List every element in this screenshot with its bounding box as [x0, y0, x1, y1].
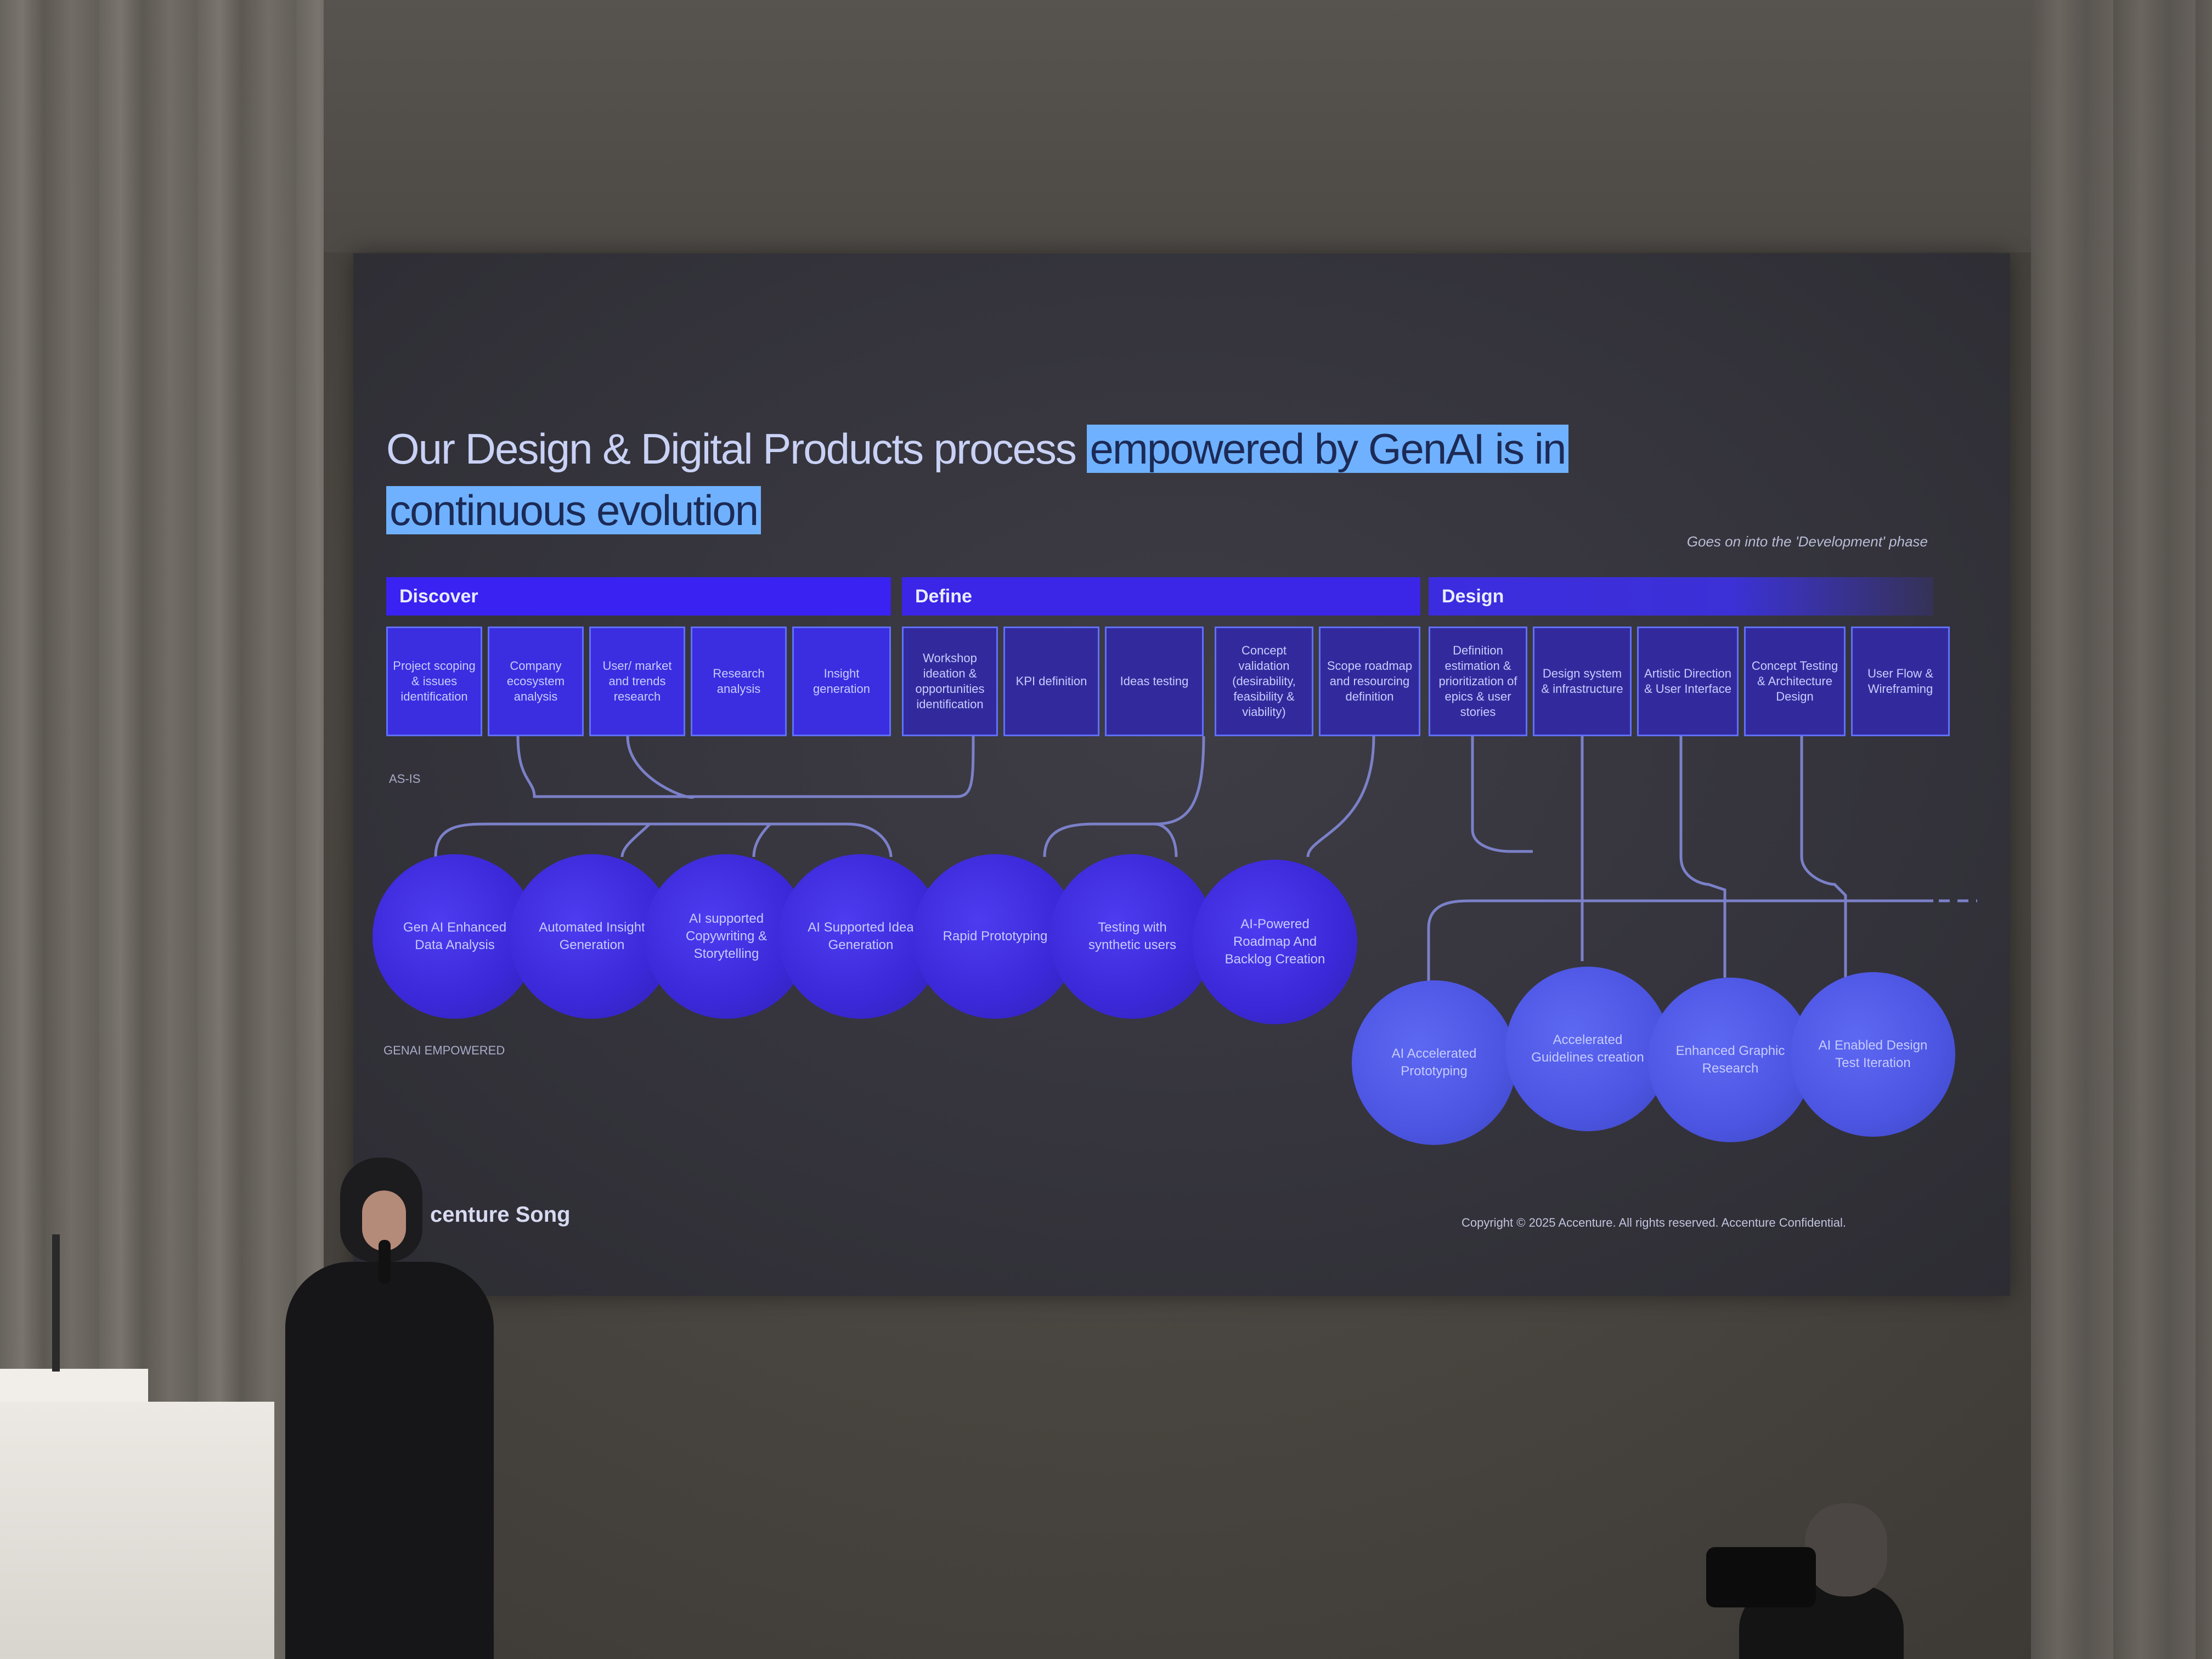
task-box: Concept Testing & Architecture Design [1744, 627, 1846, 736]
photographer [1706, 1503, 1904, 1659]
title-part-1: Our Design & Digital Products process [386, 425, 1087, 473]
brand-text: centure Song [430, 1203, 571, 1227]
genai-circle: Testing with synthetic users [1050, 854, 1215, 1019]
connector-lines [434, 736, 1977, 983]
development-note: Goes on into the 'Development' phase [1686, 533, 1928, 550]
phase-define: Define [902, 577, 1420, 616]
task-box: Insight generation [792, 627, 891, 736]
phase-discover: Discover [386, 577, 891, 616]
slide-title: Our Design & Digital Products process em… [386, 418, 1569, 541]
speaker [274, 1158, 505, 1659]
task-box: User/ market and trends research [589, 627, 685, 736]
genai-empowered-label: GENAI EMPOWERED [383, 1043, 505, 1057]
curtain-right [2031, 0, 2212, 1659]
genai-circle: AI-Powered Roadmap And Backlog Creation [1193, 860, 1357, 1024]
camera-icon [1706, 1547, 1816, 1607]
podium-top [0, 1369, 148, 1402]
design-circle: Enhanced Graphic Research [1648, 978, 1813, 1142]
podium [0, 1402, 274, 1659]
as-is-label: AS-IS [389, 772, 421, 786]
microphone-stand [52, 1234, 60, 1372]
ceiling [324, 0, 2031, 252]
speaker-body [285, 1262, 494, 1659]
task-box: User Flow & Wireframing [1851, 627, 1950, 736]
design-circle: AI Accelerated Prototyping [1352, 980, 1516, 1145]
task-box: Project scoping & issues identification [386, 627, 482, 736]
task-box: Definition estimation & prioritization o… [1429, 627, 1527, 736]
copyright-text: Copyright © 2025 Accenture. All rights r… [1462, 1216, 1847, 1229]
task-box: Artistic Direction & User Interface [1637, 627, 1739, 736]
task-box: Ideas testing [1105, 627, 1204, 736]
title-highlight-1: empowered by GenAI is in [1086, 425, 1569, 473]
title-highlight-2: continuous evolution [386, 486, 761, 534]
task-box: Research analysis [691, 627, 787, 736]
design-circle: AI Enabled Design Test Iteration [1791, 972, 1955, 1137]
task-box: Concept validation (desirability, feasib… [1215, 627, 1313, 736]
design-circle: Accelerated Guidelines creation [1505, 967, 1670, 1131]
projection-screen: Our Design & Digital Products process em… [353, 253, 2010, 1296]
task-box: Company ecosystem analysis [488, 627, 584, 736]
handheld-microphone [379, 1240, 391, 1284]
phase-design: Design [1429, 577, 1933, 616]
photographer-head [1805, 1503, 1887, 1596]
task-box: KPI definition [1003, 627, 1099, 736]
genai-circle: AI supported Copywriting & Storytelling [644, 854, 809, 1019]
task-box: Scope roadmap and resourcing definition [1319, 627, 1420, 736]
task-box: Design system & infrastructure [1533, 627, 1632, 736]
brand-logo: centure Song [430, 1203, 571, 1227]
task-box: Workshop ideation & opportunities identi… [902, 627, 998, 736]
